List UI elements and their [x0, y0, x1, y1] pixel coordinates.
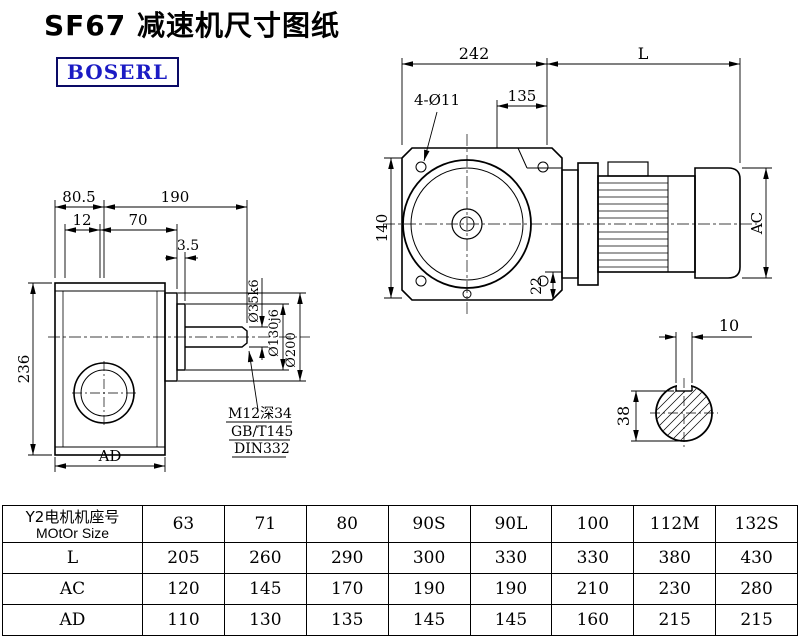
note-tapped-hole: M12深34: [228, 406, 292, 422]
table-row-motor-sizes: Y2电机机座号 MOtOr Size 63 71 80 90S 90L 100 …: [2, 505, 798, 543]
side-view: [48, 282, 310, 456]
table-cell: 71: [223, 505, 307, 543]
front-view: [383, 134, 757, 316]
dim-140: 140: [373, 214, 391, 243]
table-cell: 135: [305, 604, 389, 636]
table-cell: 205: [142, 542, 225, 574]
table-cell: 90S: [387, 505, 471, 543]
table-cell: 230: [633, 573, 717, 605]
page-title: SF67 减速机尺寸图纸: [44, 9, 341, 42]
note-gb-standard: GB/T145: [231, 424, 293, 440]
dimension-table: Y2电机机座号 MOtOr Size 63 71 80 90S 90L 100 …: [2, 505, 798, 636]
dim-135: 135: [508, 87, 537, 105]
brand-logo: BOSERL: [56, 57, 180, 87]
dim-spigot-diameter: Ø130j6: [267, 309, 282, 357]
table-cell: 170: [305, 573, 389, 605]
table-cell: 112M: [633, 505, 717, 543]
table-cell: 215: [633, 604, 717, 636]
table-cell: 300: [387, 542, 471, 574]
table-cell: 132S: [715, 505, 798, 543]
table-cell: 110: [142, 604, 225, 636]
table-cell: 63: [142, 505, 225, 543]
motor-size-header-cn: Y2电机机座号: [25, 507, 120, 526]
table-cell: 80: [305, 505, 389, 543]
motor-size-header-cell: Y2电机机座号 MOtOr Size: [2, 505, 143, 543]
dim-70: 70: [128, 211, 147, 229]
dim-AC: AC: [748, 212, 766, 235]
dim-flange-diameter: Ø200: [284, 332, 299, 367]
dim-L: L: [638, 44, 649, 63]
note-din-standard: DIN332: [234, 441, 290, 457]
dim-242: 242: [459, 44, 490, 63]
dim-key-width-10: 10: [719, 316, 739, 335]
dim-key-height-38: 38: [614, 406, 633, 426]
table-cell: 190: [387, 573, 471, 605]
table-cell: 380: [633, 542, 717, 574]
row-label-AC: AC: [2, 573, 143, 605]
table-cell: 90L: [469, 505, 553, 543]
table-cell: 130: [223, 604, 307, 636]
front-view-dimensions: 242 L 4-Ø11 135 140 22 AC: [373, 44, 772, 300]
table-cell: 430: [715, 542, 798, 574]
table-cell: 145: [387, 604, 471, 636]
dim-shaft-diameter: Ø35k6: [247, 279, 262, 322]
table-cell: 120: [142, 573, 225, 605]
table-cell: 145: [469, 604, 553, 636]
dim-80-5: 80.5: [62, 188, 95, 206]
dim-bolt-holes: 4-Ø11: [414, 91, 460, 109]
shaft-section-dimensions: 10 38: [614, 316, 752, 442]
table-cell: 160: [551, 604, 635, 636]
table-cell: 215: [715, 604, 798, 636]
shaft-section-view: [650, 378, 718, 449]
dim-ad: AD: [98, 447, 122, 465]
table-cell: 330: [551, 542, 635, 574]
table-cell: 260: [223, 542, 307, 574]
technical-drawing: 80.5 190 12 70 3.5 236 AD Ø35k6 Ø130j6 Ø…: [15, 44, 772, 472]
table-cell: 100: [551, 505, 635, 543]
table-cell: 210: [551, 573, 635, 605]
dim-3-5: 3.5: [177, 238, 199, 254]
table-cell: 145: [223, 573, 307, 605]
row-label-L: L: [2, 542, 143, 574]
dim-236: 236: [15, 355, 33, 384]
dim-12: 12: [72, 211, 91, 229]
table-cell: 330: [469, 542, 553, 574]
table-cell: 190: [469, 573, 553, 605]
table-row-L: L 205 260 290 300 330 330 380 430: [2, 542, 798, 574]
motor-size-header-en: MOtOr Size: [35, 524, 110, 541]
table-row-AC: AC 120 145 170 190 190 210 230 280: [2, 573, 798, 605]
row-label-AD: AD: [2, 604, 143, 636]
dim-190: 190: [161, 188, 190, 206]
dim-22: 22: [529, 277, 545, 295]
table-row-AD: AD 110 130 135 145 145 160 215 215: [2, 604, 798, 636]
table-cell: 290: [305, 542, 389, 574]
table-cell: 280: [715, 573, 798, 605]
side-view-dimensions: 80.5 190 12 70 3.5 236 AD Ø35k6 Ø130j6 Ø…: [15, 188, 306, 472]
